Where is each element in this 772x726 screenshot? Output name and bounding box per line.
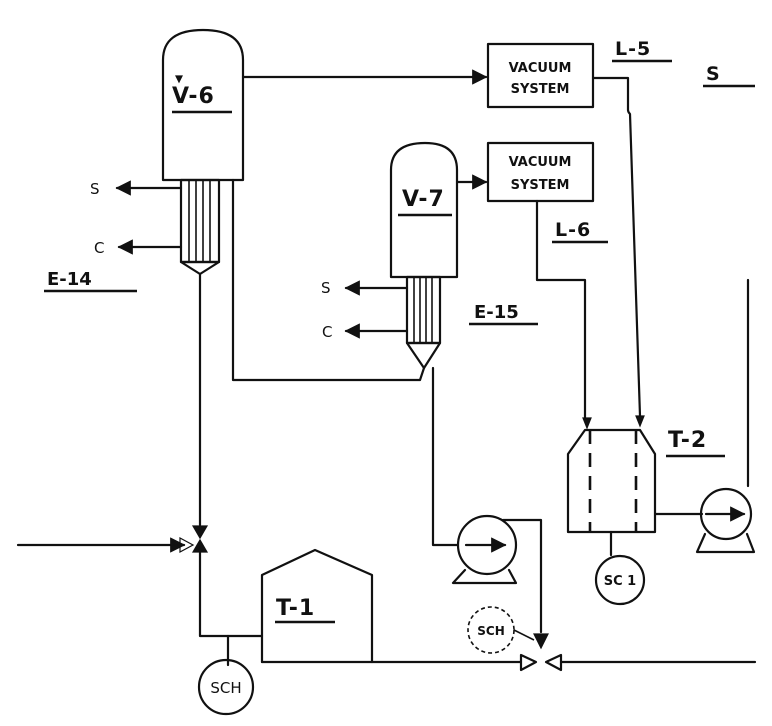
vacuum-system-lower: VACUUM SYSTEM [486, 141, 595, 203]
e14-label: E-14 [47, 269, 92, 290]
tank-t1: T-1 [260, 548, 374, 664]
sch-mid-stem [513, 629, 535, 641]
heat-exchanger-e14 [179, 178, 221, 276]
vacuum-system-upper-line1: VACUUM [509, 61, 572, 76]
tank-t1-label: T-1 [276, 596, 315, 621]
s-top-label: S [706, 63, 721, 85]
vessel-v7-label: V-7 [402, 187, 445, 212]
vacuum-system-upper: VACUUM SYSTEM [486, 42, 595, 109]
vessel-v6-tick-mark [175, 75, 183, 84]
heat-exchanger-e15 [405, 275, 442, 370]
controller-sch-t2-label: SC 1 [604, 574, 636, 589]
vessel-v6-label: V-6 [172, 84, 215, 109]
e15-label: E-15 [474, 302, 519, 323]
controller-sch-bottom-label: SCH [210, 679, 241, 697]
controller-sch-mid: SCH [467, 606, 515, 654]
e15-bottoms-line [431, 366, 460, 547]
l6-label: L-6 [555, 219, 591, 241]
vessel-v7: V-7 [389, 141, 459, 279]
pump-middle [451, 514, 518, 585]
vacuum-system-lower-line2: SYSTEM [511, 178, 570, 193]
v6-to-e15-line [231, 178, 426, 382]
three-way-valve-left [179, 525, 209, 554]
e15-condensate-label: C [322, 323, 332, 341]
e15-steam-label: S [321, 279, 331, 297]
vacuum-system-upper-line2: SYSTEM [511, 82, 570, 97]
controller-sch-t2: SC 1 [594, 554, 646, 606]
pump-middle-discharge-line [501, 518, 543, 634]
l6-line [535, 199, 587, 420]
vacuum-system-lower-line1: VACUUM [509, 155, 572, 170]
tank-t2-label: T-2 [668, 428, 707, 453]
e14-steam-label: S [90, 180, 100, 198]
pump-right [695, 487, 756, 554]
tank-t2 [566, 415, 657, 534]
controller-sch-bottom: SCH [197, 658, 255, 716]
vessel-v6: V-6 [161, 28, 245, 182]
three-way-valve-middle [519, 633, 563, 672]
l5-label: L-5 [615, 38, 651, 60]
valve-to-t1-line [198, 550, 264, 638]
l5-line [591, 76, 642, 418]
controller-sch-mid-label: SCH [477, 624, 505, 638]
e14-condensate-label: C [94, 239, 104, 257]
